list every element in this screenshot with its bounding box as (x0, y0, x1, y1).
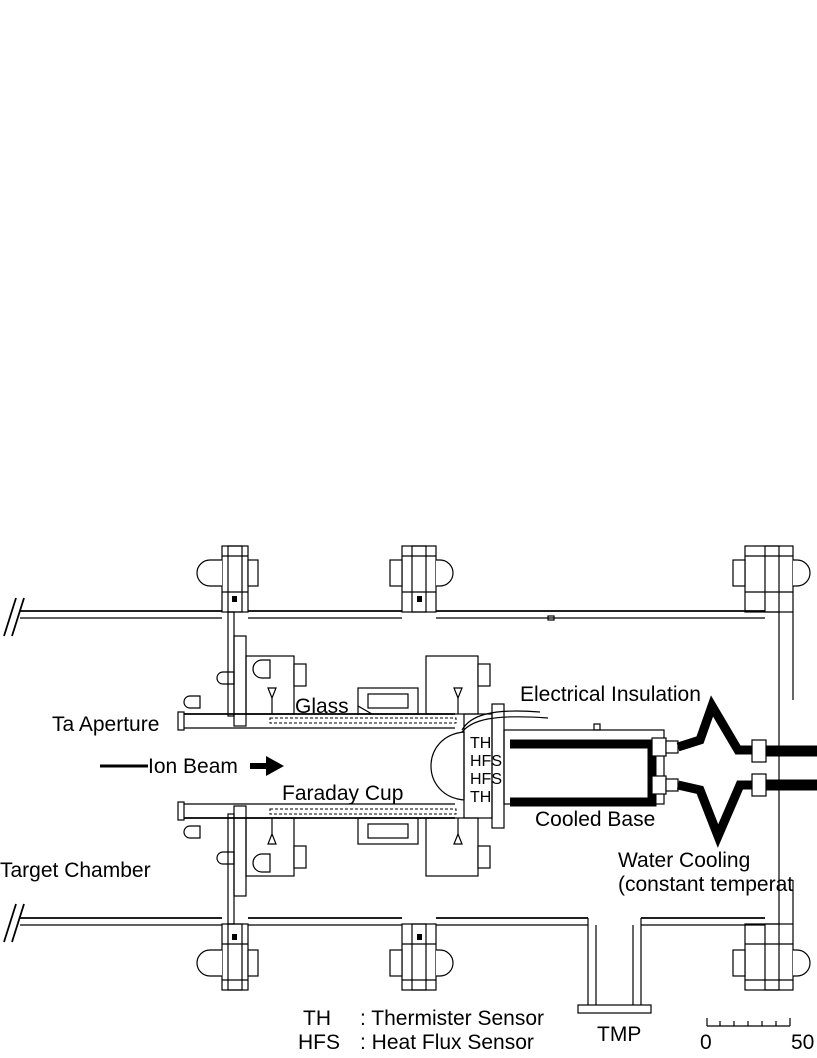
legend-hfs-desc: : Heat Flux Sensor (360, 1031, 534, 1054)
glass-clamp-bottom (245, 817, 491, 877)
water-cooling-label-line2: (constant temperat (618, 873, 793, 896)
scale-bar (706, 1018, 791, 1027)
break-mark-bottom (3, 903, 25, 943)
ta-aperture-label: Ta Aperture (52, 713, 159, 736)
flange-middle (389, 545, 454, 991)
ion-beam-arrow (100, 756, 284, 776)
glass-label: Glass (295, 695, 349, 718)
hfs-bottom-label: HFS (470, 771, 502, 788)
chamber-outer-wall (20, 610, 765, 926)
water-cooling-label: Water Cooling (618, 849, 750, 872)
th-top-label: TH (470, 735, 491, 752)
tmp-label: TMP (597, 1023, 641, 1046)
legend: TH : Thermister Sensor HFS : Heat Flux S… (298, 1007, 544, 1054)
break-mark-top (3, 597, 25, 637)
legend-hfs-abbr: HFS (298, 1031, 340, 1054)
scale-end-label: 50 (791, 1031, 814, 1054)
flange-right (732, 545, 811, 991)
electrical-insulation-label: Electrical Insulation (520, 683, 701, 706)
th-bottom-label: TH (470, 789, 491, 806)
legend-th-desc: : Thermister Sensor (360, 1007, 544, 1030)
insulation-leads (461, 710, 549, 733)
glass-leader (357, 705, 373, 715)
target-chamber-label: Target Chamber (0, 859, 151, 882)
cooled-base-label: Cooled Base (535, 808, 655, 831)
hfs-top-label: HFS (470, 753, 502, 770)
cooled-base (503, 723, 665, 805)
ion-beam-label: Ion Beam (148, 755, 238, 778)
glass-clamp-top (245, 655, 491, 715)
water-cooling-pipes (510, 695, 817, 848)
scale-start-label: 0 (700, 1031, 712, 1054)
legend-th-abbr: TH (303, 1007, 331, 1030)
faraday-cup-label: Faraday Cup (282, 782, 403, 805)
flange-left (196, 545, 259, 991)
tmp-port (577, 918, 652, 1014)
faraday-cup (430, 703, 505, 829)
